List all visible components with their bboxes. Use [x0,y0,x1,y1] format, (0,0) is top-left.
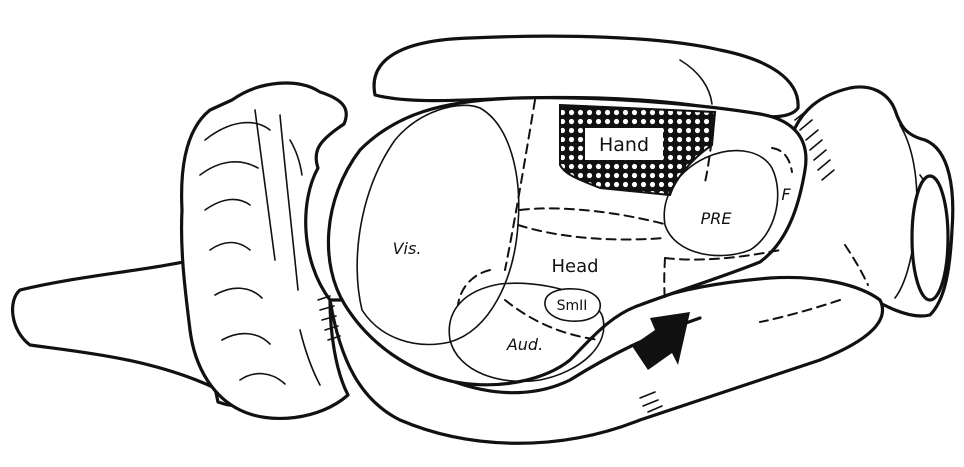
pre-label: PRE [701,209,733,228]
head-label: Head [551,256,598,277]
cerebellum [182,83,348,418]
vis-label: Vis. [393,239,422,258]
nasal-opening [912,176,948,300]
hand-label: Hand [599,134,649,156]
f-label: F [781,185,791,204]
smll-label: SmII [557,298,588,314]
dashed-boundary-7 [664,258,665,300]
aud-label: Aud. [506,335,543,354]
